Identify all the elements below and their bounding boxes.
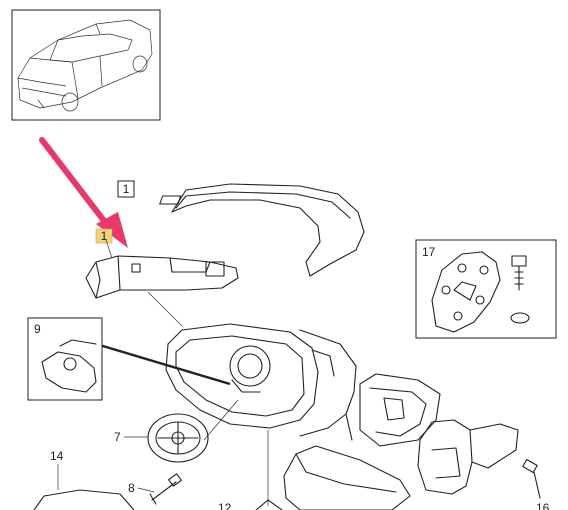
mirror-motor [147, 413, 209, 463]
callout-17-group: 17 [415, 239, 557, 339]
mirror-glass [33, 489, 135, 510]
cable [95, 342, 231, 386]
callout-7: 7 [114, 430, 121, 444]
screw-8 [149, 473, 182, 505]
mount-base [417, 419, 519, 495]
callout-17: 17 [422, 245, 436, 259]
mirror-housing [165, 323, 357, 441]
highlight-callout-box [95, 228, 113, 244]
leader-7 [203, 399, 239, 441]
screw-16 [522, 458, 541, 499]
part-12-partial [255, 499, 283, 510]
callout-box-9 [27, 317, 103, 401]
callout-1: 1 [123, 182, 130, 196]
callout-8: 8 [128, 481, 135, 495]
mirror-bracket [359, 373, 441, 447]
callout-box-1 [117, 180, 135, 198]
callout-14: 14 [50, 449, 64, 463]
turn-indicator [85, 255, 239, 299]
puddle-lamp [41, 339, 97, 393]
mirror-cover [159, 183, 365, 277]
callout-9: 9 [34, 322, 41, 336]
callout-1-indicator: 1 [101, 229, 108, 243]
leader-8 [137, 487, 155, 493]
washer-17 [510, 312, 530, 324]
screw-17 [511, 255, 527, 291]
callout-16: 16 [536, 501, 550, 510]
lower-cover [283, 445, 411, 510]
callout-9-group: 9 [27, 317, 103, 401]
pointer-arrow [39, 137, 128, 248]
leader-1 [105, 239, 113, 259]
callout-12: 12 [218, 501, 232, 510]
car-outline [17, 19, 153, 112]
callout-box-17 [415, 239, 557, 339]
gasket [431, 251, 501, 333]
car-thumbnail-frame [11, 9, 161, 121]
car-thumbnail [11, 9, 161, 121]
leader-housing-top [147, 291, 183, 327]
